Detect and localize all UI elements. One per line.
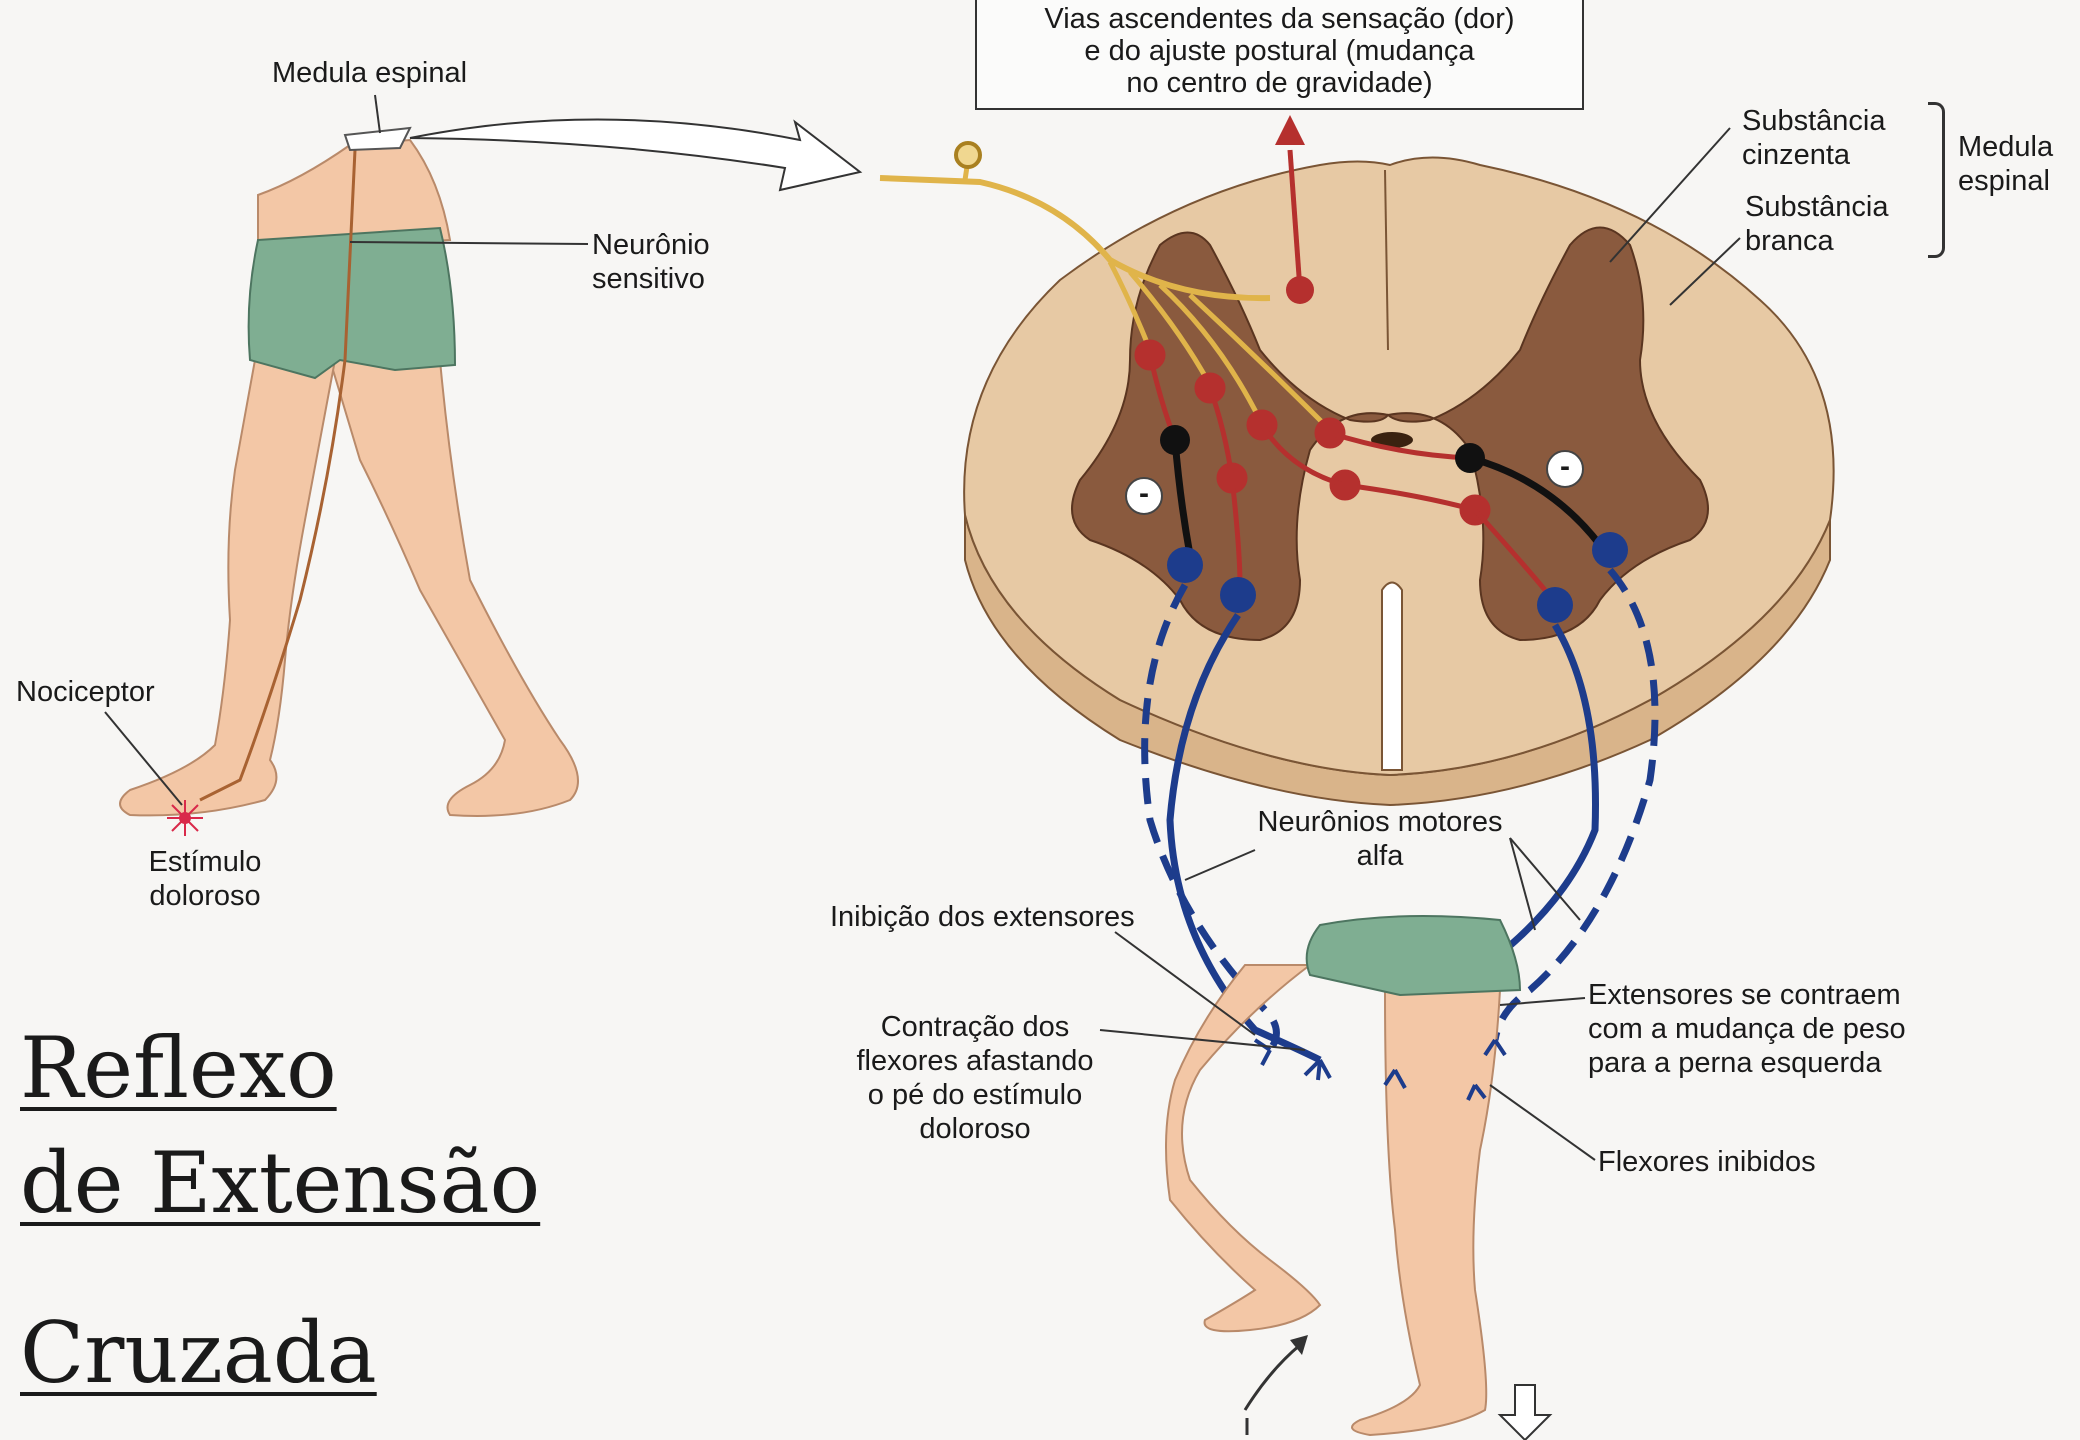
label-extensores-2: com a mudança de peso [1588, 1012, 1906, 1047]
title-line-2: de Extensão [20, 1135, 540, 1231]
nerve-ending-flexor-contraction [1305, 1060, 1330, 1080]
motor-neuron-left-2 [1220, 577, 1256, 613]
motor-neuron-right-1 [1537, 587, 1573, 623]
zoom-arrow [410, 119, 860, 190]
label-estimulo-1: Estímulo [125, 845, 285, 880]
label-neuronio-sensitivo-1: Neurônio [592, 228, 710, 263]
label-ascending-line-1: Vias ascendentes da sensação (dor) [975, 2, 1584, 37]
label-medula-espinal-right-1: Medula [1958, 130, 2053, 165]
inhibitory-interneuron-left-body [1160, 425, 1190, 455]
inhibition-sign-left: - [1125, 477, 1163, 515]
left-figure-back-leg [330, 360, 578, 816]
label-estimulo-2: doloroso [125, 879, 285, 914]
withdrawal-arrow [1245, 1345, 1300, 1410]
label-motores-alfa-2: alfa [1215, 839, 1545, 874]
left-figure-shorts [249, 228, 455, 378]
bottom-figure [1166, 916, 1550, 1440]
anterior-fissure [1382, 583, 1402, 771]
label-extensores-1: Extensores se contraem [1588, 978, 1901, 1013]
ascending-arrowhead [1275, 115, 1305, 145]
inhibitory-interneuron-right-body [1455, 443, 1485, 473]
leader-flexores [1490, 1085, 1595, 1160]
bottom-figure-lifted-leg [1166, 965, 1320, 1331]
medula-bracket [1928, 102, 1945, 258]
label-medula-espinal-top: Medula espinal [272, 56, 467, 91]
nerve-ending-extensor-inhibition [1255, 1040, 1270, 1065]
label-ascending-line-2: e do ajuste postural (mudança [975, 34, 1584, 69]
bottom-figure-shorts [1307, 916, 1520, 995]
label-contracao-2: flexores afastando [815, 1044, 1135, 1079]
title-line-1: Reflexo [20, 1020, 337, 1116]
label-substancia-branca-2: branca [1745, 224, 1834, 259]
pain-star-icon [167, 800, 203, 836]
label-contracao-1: Contração dos [815, 1010, 1135, 1045]
label-inibicao-extensores: Inibição dos extensores [830, 900, 1135, 935]
label-flexores-inibidos: Flexores inibidos [1598, 1145, 1816, 1180]
label-neuronio-sensitivo-2: sensitivo [592, 262, 705, 297]
label-contracao-4: doloroso [815, 1112, 1135, 1147]
dorsal-root-ganglion [956, 143, 980, 167]
label-substancia-cinzenta-2: cinzenta [1742, 138, 1850, 173]
left-figure-spinal-cord-cut [345, 128, 410, 150]
motor-neuron-right-2 [1592, 532, 1628, 568]
label-extensores-3: para a perna esquerda [1588, 1046, 1881, 1081]
weight-shift-arrow [1500, 1385, 1550, 1440]
inhibition-sign-right: - [1546, 450, 1584, 488]
label-contracao-3: o pé do estímulo [815, 1078, 1135, 1113]
label-substancia-branca-1: Substância [1745, 190, 1889, 225]
label-substancia-cinzenta-1: Substância [1742, 104, 1886, 139]
label-medula-espinal-right-2: espinal [1958, 164, 2050, 199]
spinal-cord-section [964, 158, 1834, 806]
ascending-interneuron-body [1286, 276, 1314, 304]
label-nociceptor: Nociceptor [16, 675, 155, 710]
motor-neuron-left-1 [1167, 547, 1203, 583]
label-ascending-line-3: no centro de gravidade) [975, 66, 1584, 101]
label-motores-alfa-1: Neurônios motores [1215, 805, 1545, 840]
medula-espinal-leader [375, 95, 380, 133]
bottom-figure-standing-leg [1352, 990, 1500, 1435]
left-figure [105, 95, 588, 836]
title-line-3: Cruzada [20, 1305, 377, 1401]
